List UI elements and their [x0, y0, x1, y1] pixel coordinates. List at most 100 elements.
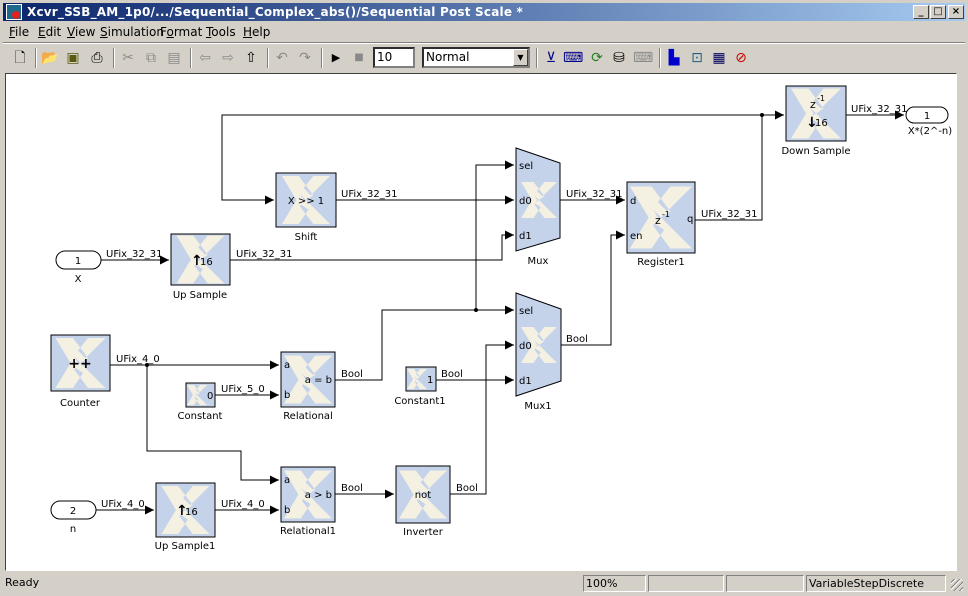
toolbar-separator [536, 48, 538, 68]
shift-block[interactable]: X >> 1 Shift [275, 172, 337, 243]
minimize-button[interactable]: _ [913, 5, 929, 19]
toolbar-separator [321, 48, 323, 68]
block-label: Down Sample [781, 146, 850, 157]
constant1-block[interactable]: 1 Constant1 [394, 366, 446, 407]
menu-help[interactable]: Help [243, 25, 271, 39]
cut-icon[interactable]: ✂ [122, 50, 134, 66]
signal-label: UFix_32_31 [701, 209, 758, 220]
menu-format[interactable]: Format [160, 25, 203, 39]
block-label: n [70, 524, 76, 535]
debugger-icon[interactable]: ⊡ [691, 50, 703, 66]
save-icon[interactable]: ▣ [66, 50, 80, 66]
signal-label: UFix_5_0 [221, 384, 265, 395]
model-canvas[interactable]: UFix_32_31 UFix_32_31 UFix_32_31 UFix_32… [5, 73, 957, 571]
wire-relational-to-mux1-sel [335, 305, 514, 381]
block-label: Inverter [403, 527, 444, 538]
signal-label: UFix_32_31 [851, 104, 908, 115]
simulation-mode-select[interactable]: Normal ▼ [422, 47, 530, 68]
mux-block[interactable]: sel d0 d1 Mux [515, 147, 561, 267]
stop-icon[interactable]: ■ [354, 52, 364, 63]
solver-name: VariableStepDiscrete [806, 575, 946, 592]
new-document-icon[interactable]: 🗋 [14, 50, 26, 66]
counter-icon: ++ [68, 356, 91, 372]
port-label: sel [519, 306, 533, 317]
close-button[interactable]: × [948, 5, 964, 19]
port-label: a [284, 475, 290, 486]
toolbar-separator [113, 48, 115, 68]
simulink-app-icon[interactable] [6, 4, 22, 20]
block-text-exponent: -1 [662, 210, 670, 219]
block-text: 16 [185, 507, 198, 518]
counter-block[interactable]: ++ Counter [50, 334, 111, 409]
incremental-build-icon[interactable]: ⌨ [633, 50, 654, 66]
port-label: d0 [519, 196, 532, 207]
inport-n[interactable]: 2 n [50, 500, 97, 535]
block-text: 16 [815, 118, 828, 129]
up-sample-block[interactable]: ↑ 16 Up Sample [170, 233, 231, 301]
stop-time-input[interactable]: 10 [373, 47, 415, 68]
block-label: Up Sample1 [155, 541, 216, 552]
inport-x[interactable]: 1 X [55, 250, 102, 285]
register1-block[interactable]: d en z -1 q Register1 [626, 181, 696, 268]
up-arrow-icon: ↑ [191, 253, 203, 269]
copy-icon[interactable]: ⧉ [146, 50, 156, 66]
port-label: q [687, 214, 693, 225]
port-label: a [284, 360, 290, 371]
menu-separator [3, 42, 965, 44]
down-sample-block[interactable]: z -1 ↓ 16 Down Sample [781, 85, 851, 157]
library-browser-icon[interactable]: ⌨ [563, 50, 584, 66]
block-label: Counter [60, 398, 101, 409]
toolbar-separator [190, 48, 192, 68]
mux1-block[interactable]: sel d0 d1 Mux1 [515, 292, 562, 412]
relational1-block[interactable]: a b a > b Relational1 [280, 466, 336, 537]
update-diagram-icon[interactable]: ⟳ [591, 50, 603, 66]
window-title: Xcvr_SSB_AM_1p0/.../Sequential_Complex_a… [27, 5, 524, 19]
up-sample1-block[interactable]: ↑ 16 Up Sample1 [155, 482, 216, 552]
branch-point [474, 308, 478, 312]
port-label: en [630, 231, 643, 242]
menu-view[interactable]: View [67, 25, 96, 39]
status-message: Ready [5, 576, 40, 589]
menu-simulation[interactable]: Simulation [100, 25, 164, 39]
play-icon[interactable]: ▶ [331, 51, 341, 64]
print-icon[interactable]: ⎙ [91, 50, 103, 66]
signal-label: UFix_4_0 [101, 499, 145, 510]
signal-icon[interactable]: ▙ [668, 50, 680, 66]
constant-block[interactable]: 0 Constant [178, 382, 223, 422]
wire-counter-to-relational1-a [146, 365, 279, 485]
wire-relational-to-mux-sel [475, 160, 514, 310]
open-folder-icon[interactable]: 📂 [41, 50, 59, 66]
no-breakpoint-icon[interactable]: ⊘ [735, 50, 747, 66]
port-number: 1 [924, 111, 930, 122]
wire-register-to-downsample [695, 110, 784, 221]
model-browser-icon[interactable]: ▦ [712, 50, 726, 66]
port-label: d1 [519, 231, 532, 242]
chevron-down-icon[interactable]: ▼ [513, 49, 528, 66]
maximize-button[interactable]: □ [930, 5, 946, 19]
port-label: d1 [519, 376, 532, 387]
up-arrow-icon[interactable]: ⇧ [245, 50, 257, 66]
inverter-block[interactable]: not Inverter [395, 465, 451, 538]
block-text: z [810, 98, 816, 111]
undo-icon[interactable]: ↶ [276, 50, 288, 66]
signal-label: UFix_32_31 [566, 189, 623, 200]
forward-arrow-icon[interactable]: ⇨ [222, 50, 234, 66]
paste-icon[interactable]: ▤ [167, 50, 181, 66]
redo-icon[interactable]: ↷ [299, 50, 311, 66]
port-label: d0 [519, 341, 532, 352]
resize-grip[interactable] [951, 579, 963, 591]
menu-file[interactable]: File [9, 25, 30, 39]
menu-edit[interactable]: Edit [38, 25, 62, 39]
model-explorer-icon[interactable]: ⛁ [613, 50, 625, 66]
block-text: a = b [305, 375, 332, 386]
back-arrow-icon[interactable]: ⇦ [199, 50, 211, 66]
build-icon[interactable]: ⊻ [545, 50, 557, 66]
status-field-3 [726, 575, 804, 592]
block-diagram[interactable]: UFix_32_31 UFix_32_31 UFix_32_31 UFix_32… [6, 74, 957, 571]
outport[interactable]: 1 X*(2^-n) [905, 106, 952, 137]
relational-block[interactable]: a b a = b Relational [280, 351, 336, 422]
signal-label: Bool [456, 483, 478, 494]
signal-label: Bool [566, 334, 588, 345]
signal-label: Bool [441, 369, 463, 380]
menu-tools[interactable]: Tools [206, 25, 236, 39]
